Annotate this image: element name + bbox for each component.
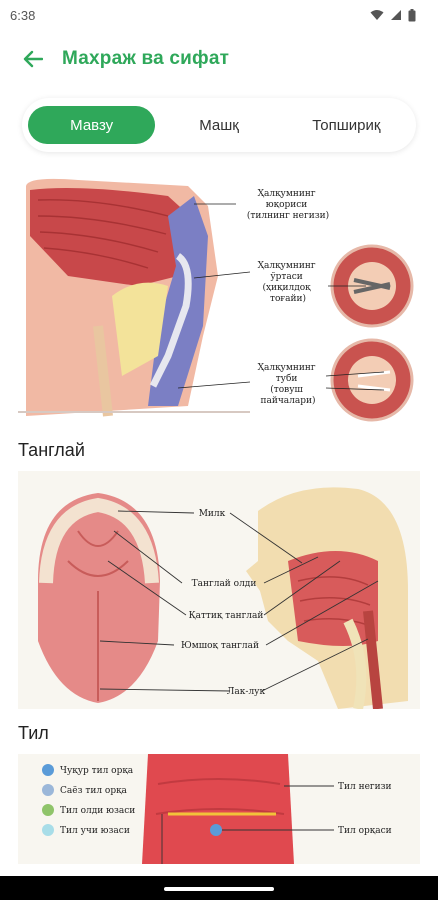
larynx-illustration: Ҳалқумнинг юқориси (тилнинг негизи) Ҳалқ… bbox=[18, 176, 420, 426]
section-title-palate: Танглай bbox=[18, 440, 85, 460]
label-bottom: Ҳалқумнинг туби (товуш пайчалари) bbox=[258, 363, 319, 406]
tab-mavzu[interactable]: Мавзу bbox=[28, 106, 156, 144]
palate-illustration: Милк Танглай олди Қаттиқ танглай Юмшоқ т… bbox=[18, 471, 420, 709]
page-title: Махраж ва сифат bbox=[62, 48, 230, 69]
status-time: 6:38 bbox=[10, 7, 36, 23]
larynx-diagram: Ҳалқумнинг юқориси (тилнинг негизи) Ҳалқ… bbox=[18, 176, 414, 426]
arrow-back-icon bbox=[23, 50, 43, 68]
section-title-tongue: Тил bbox=[18, 723, 49, 743]
label-til-orqasi: Тил орқаси bbox=[338, 826, 392, 836]
wifi-icon bbox=[370, 10, 384, 20]
tab-bar: Мавзу Машқ Топшириқ bbox=[22, 98, 416, 152]
lesson-content: Ҳалқумнинг юқориси (тилнинг негизи) Ҳалқ… bbox=[0, 176, 438, 864]
legend-label-2: Саёз тил орқа bbox=[60, 786, 128, 796]
label-milk: Милк bbox=[199, 509, 226, 519]
status-icons bbox=[370, 8, 416, 22]
cell-signal-icon bbox=[391, 10, 401, 20]
legend-label-1: Чуқур тил орқа bbox=[60, 766, 134, 776]
status-bar: 6:38 bbox=[0, 0, 438, 30]
label-lak-luk: Лак-лук bbox=[227, 687, 266, 697]
legend-dot-4 bbox=[42, 824, 54, 836]
home-handle[interactable] bbox=[164, 887, 274, 891]
label-yumshoq-tanglay: Юмшоқ танглай bbox=[181, 641, 259, 651]
legend-label-3: Тил олди юзаси bbox=[60, 806, 135, 816]
legend-dot-1 bbox=[42, 764, 54, 776]
tab-topshiriq[interactable]: Топшириқ bbox=[312, 116, 381, 134]
label-upper: Ҳалқумнинг юқориси (тилнинг негизи) bbox=[247, 189, 329, 221]
legend-dot-2 bbox=[42, 784, 54, 796]
label-til-negizi: Тил негизи bbox=[338, 782, 392, 792]
tab-mashq[interactable]: Машқ bbox=[199, 116, 239, 134]
tongue-illustration: Чуқур тил орқа Саёз тил орқа Тил олди юз… bbox=[18, 754, 420, 864]
label-qattiq-tanglay: Қаттиқ танглай bbox=[189, 611, 264, 621]
legend-label-4: Тил учи юзаси bbox=[60, 826, 130, 836]
tongue-diagram: Чуқур тил орқа Саёз тил орқа Тил олди юз… bbox=[18, 754, 420, 864]
legend-dot-3 bbox=[42, 804, 54, 816]
back-button[interactable] bbox=[20, 46, 46, 72]
app-bar: Махраж ва сифат bbox=[0, 30, 438, 88]
label-middle: Ҳалқумнинг ўртаси (ҳиқилдоқ тоғайи) bbox=[258, 261, 319, 304]
battery-icon bbox=[408, 8, 416, 21]
label-tanglay-oldi: Танглай олди bbox=[192, 579, 257, 589]
system-nav-bar bbox=[0, 876, 438, 900]
palate-diagram: Милк Танглай олди Қаттиқ танглай Юмшоқ т… bbox=[18, 471, 420, 709]
